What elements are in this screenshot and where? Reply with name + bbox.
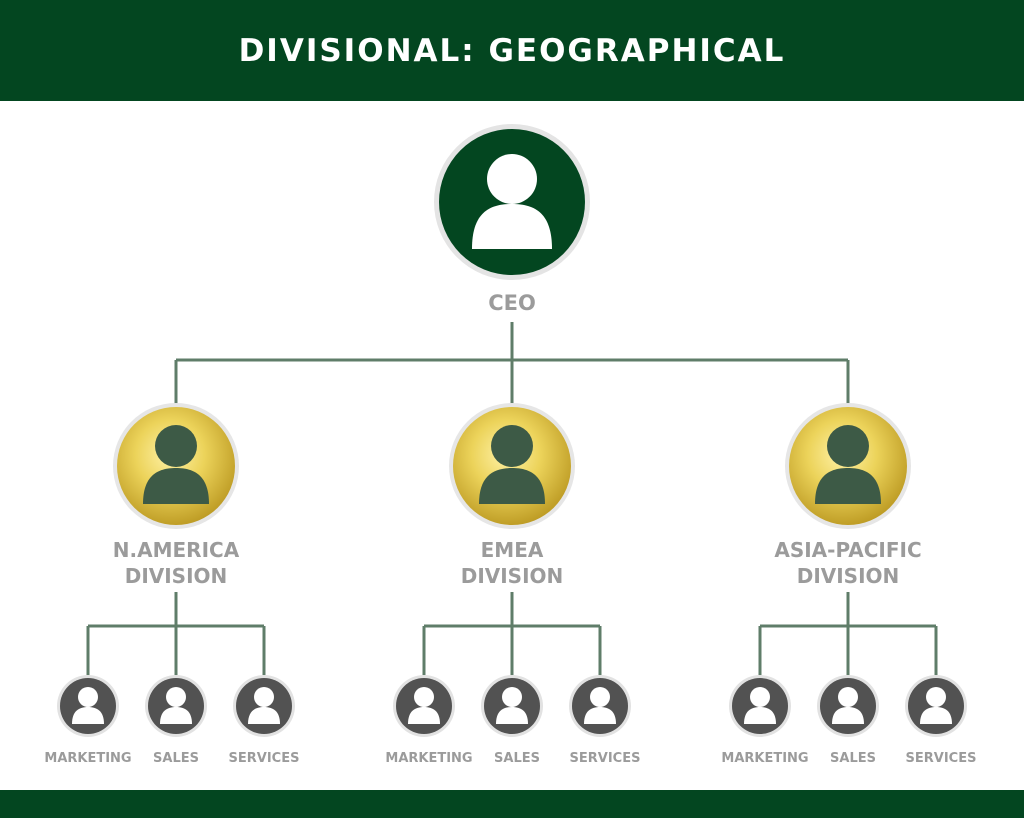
- division-suffix: DIVISION: [460, 564, 564, 588]
- person-icon: [248, 687, 280, 724]
- dept-label-emea-marketing: MARKETING: [385, 751, 473, 766]
- person-icon: [472, 154, 552, 249]
- ceo-label: CEO: [488, 291, 536, 315]
- division-name: N.AMERICA: [112, 538, 240, 562]
- division-avatar-emea: [449, 403, 575, 529]
- dept-avatar-emea-services: [569, 675, 631, 737]
- division-suffix: DIVISION: [124, 564, 228, 588]
- person-icon: [920, 687, 952, 724]
- dept-avatar-na-marketing: [57, 675, 119, 737]
- division-label-apac: ASIA-PACIFIC DIVISION: [774, 537, 921, 589]
- person-icon: [143, 425, 209, 504]
- page-title: DIVISIONAL: GEOGRAPHICAL: [238, 32, 786, 69]
- dept-avatar-emea-sales: [481, 675, 543, 737]
- person-icon: [408, 687, 440, 724]
- division-name: ASIA-PACIFIC: [774, 538, 922, 562]
- header-bar: DIVISIONAL: GEOGRAPHICAL: [0, 0, 1024, 101]
- person-icon: [815, 425, 881, 504]
- dept-label-apac-sales: SALES: [830, 751, 876, 766]
- person-icon: [160, 687, 192, 724]
- dept-label-na-services: SERVICES: [228, 751, 300, 766]
- division-name: EMEA: [480, 538, 544, 562]
- dept-label-emea-sales: SALES: [494, 751, 540, 766]
- footer-bar: [0, 790, 1024, 818]
- dept-avatar-apac-marketing: [729, 675, 791, 737]
- dept-label-na-sales: SALES: [153, 751, 199, 766]
- person-icon: [832, 687, 864, 724]
- dept-avatar-na-services: [233, 675, 295, 737]
- division-suffix: DIVISION: [796, 564, 900, 588]
- dept-avatar-apac-sales: [817, 675, 879, 737]
- person-icon: [744, 687, 776, 724]
- person-icon: [479, 425, 545, 504]
- dept-avatar-na-sales: [145, 675, 207, 737]
- dept-label-na-marketing: MARKETING: [44, 751, 132, 766]
- person-icon: [72, 687, 104, 724]
- dept-label-emea-services: SERVICES: [569, 751, 641, 766]
- ceo-avatar: [434, 124, 590, 280]
- dept-label-apac-marketing: MARKETING: [721, 751, 809, 766]
- division-label-emea: EMEA DIVISION: [461, 537, 564, 589]
- division-avatar-na: [113, 403, 239, 529]
- division-avatar-apac: [785, 403, 911, 529]
- dept-label-apac-services: SERVICES: [905, 751, 977, 766]
- person-icon: [584, 687, 616, 724]
- dept-avatar-apac-services: [905, 675, 967, 737]
- dept-avatar-emea-marketing: [393, 675, 455, 737]
- division-label-na: N.AMERICA DIVISION: [113, 537, 239, 589]
- person-icon: [496, 687, 528, 724]
